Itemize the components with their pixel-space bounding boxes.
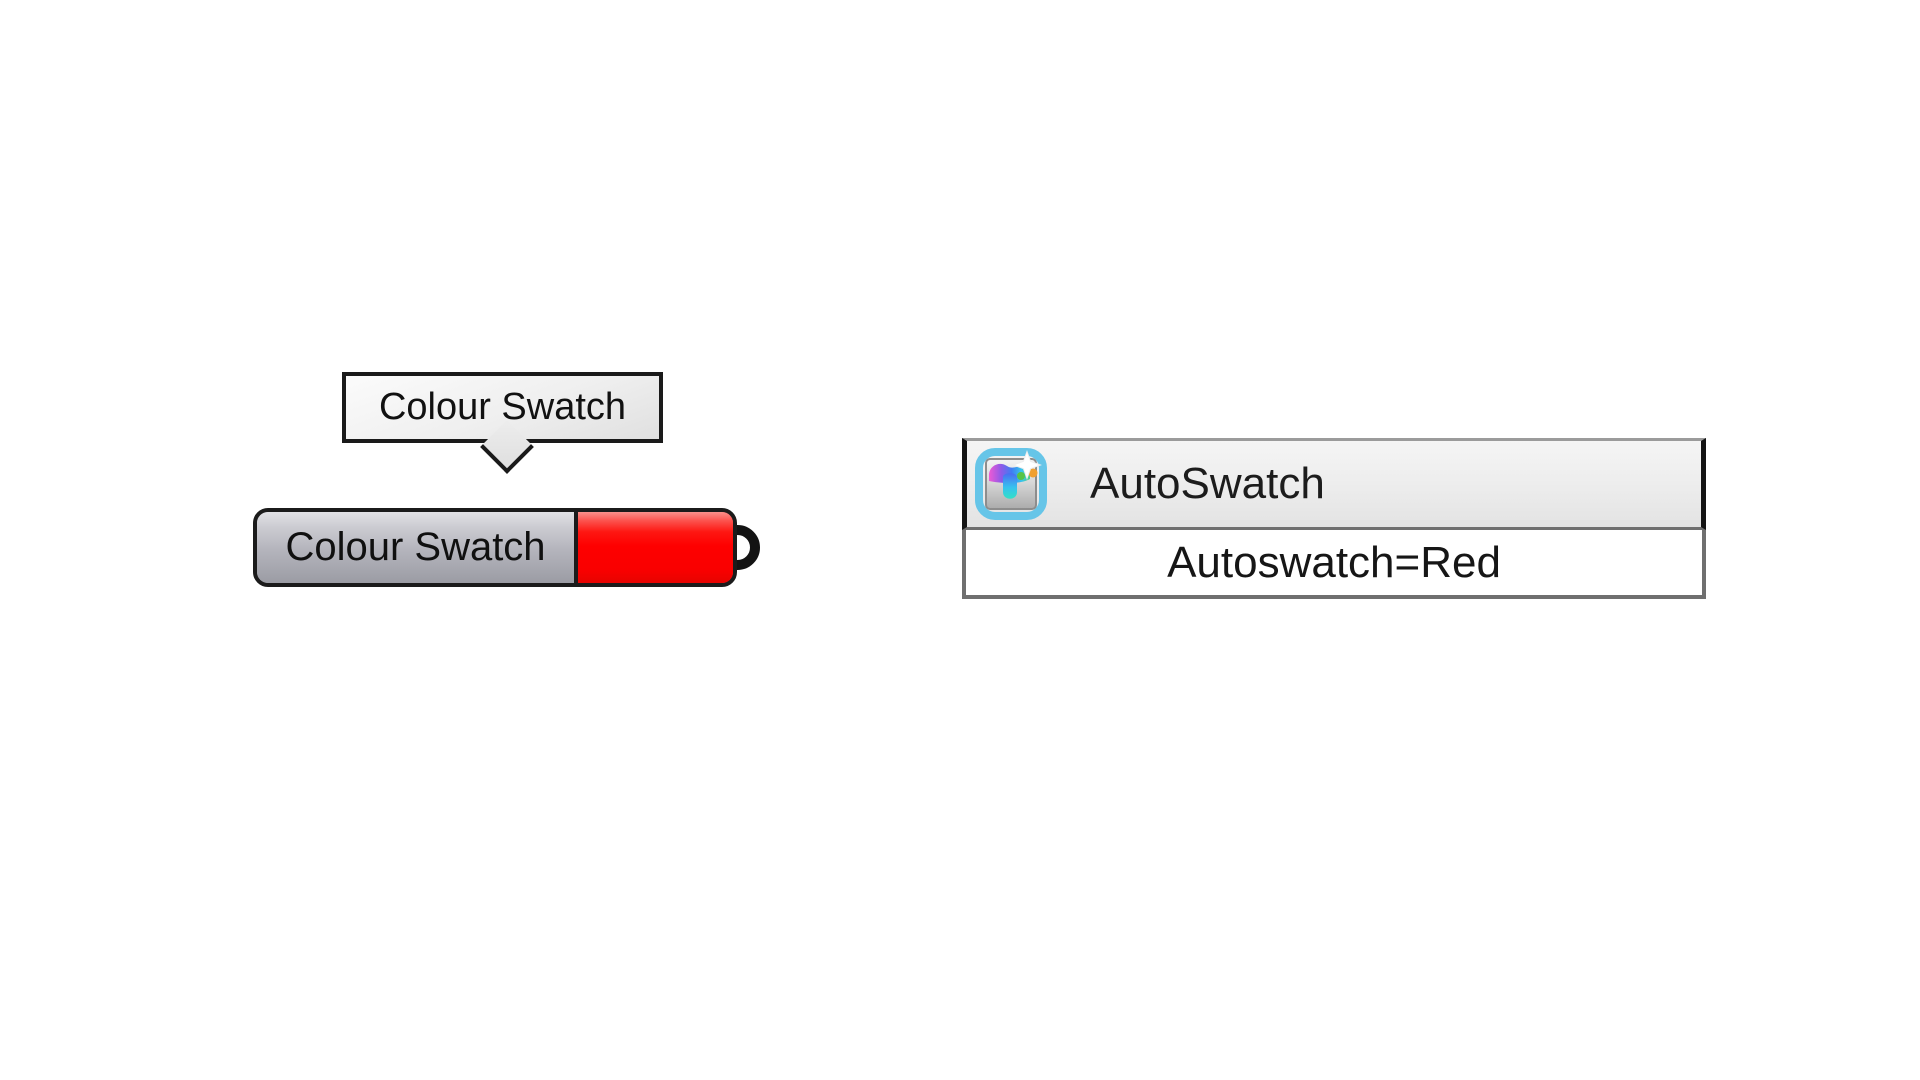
autoswatch-paint-icon <box>975 448 1047 520</box>
autoswatch-panel: AutoSwatch Autoswatch=Red <box>962 438 1706 599</box>
autocomplete-item-autoswatch[interactable]: AutoSwatch <box>962 438 1706 530</box>
colour-swatch-component[interactable]: Colour Swatch <box>253 508 760 587</box>
autoswatch-result-label: Autoswatch=Red <box>1167 537 1501 587</box>
component-label: Colour Swatch <box>285 525 546 569</box>
tooltip-colour-swatch: Colour Swatch <box>342 372 663 474</box>
component-capsule[interactable]: Colour Swatch <box>253 508 737 587</box>
autoswatch-item-label: AutoSwatch <box>1090 459 1325 508</box>
autocomplete-result-row[interactable]: Autoswatch=Red <box>962 530 1706 599</box>
swatch-color-area[interactable] <box>578 512 733 583</box>
tooltip-label: Colour Swatch <box>378 386 627 428</box>
component-label-area[interactable]: Colour Swatch <box>257 512 578 583</box>
